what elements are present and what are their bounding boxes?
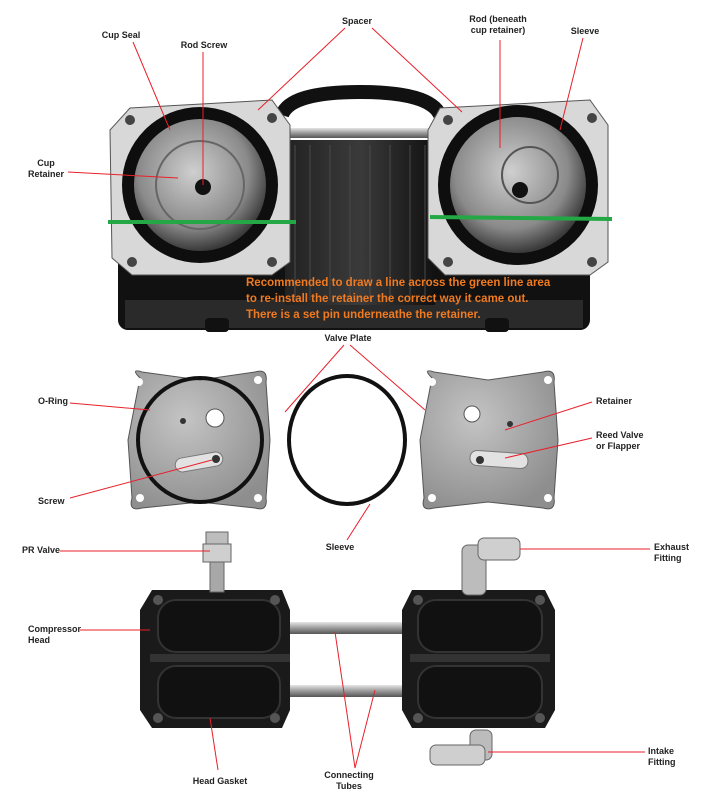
label-sleeve-top: Sleeve [570,26,600,36]
right-compressor-head [402,590,555,728]
label-compressor-head-line2: Head [28,635,51,645]
right-cylinder [427,99,609,276]
label-reed-valve-line2: or Flapper [596,441,641,451]
label-spacer: Spacer [341,16,373,26]
label-exhaust-line1: Exhaust [654,542,690,552]
label-cup-retainer-line1: Cup [37,158,55,168]
compressor-assembly [108,84,613,332]
label-intake-line2: Fitting [648,757,676,767]
label-reed-valve: Reed Valve or Flapper [596,430,644,452]
exhaust-fitting [461,537,521,596]
intake-fitting [429,729,493,766]
rod-screw [195,179,211,195]
label-sleeve-mid: Sleeve [325,542,355,552]
right-flapper [469,449,529,470]
label-rod-screw: Rod Screw [180,40,228,50]
reinstall-note-line1: Recommended to draw a line across the gr… [246,277,551,289]
label-o-ring: O-Ring [38,396,68,406]
connecting-tube-top [290,622,408,634]
label-connecting-line2: Tubes [336,781,362,791]
spacer-hose [275,84,447,119]
label-rod-beneath-line1: Rod (beneath [469,14,527,24]
label-exhaust-fitting: Exhaust Fitting [654,542,689,564]
label-rod-beneath-line2: cup retainer) [470,25,526,35]
green-guide-line-right [429,215,613,221]
reinstall-note-line2: to re-install the retainer the correct w… [246,293,529,305]
left-valve-plate [127,370,271,510]
label-reed-valve-line1: Reed Valve [596,430,644,440]
label-screw: Screw [38,496,65,506]
reinstall-note-line3: There is a set pin underneathe the retai… [246,309,481,321]
label-pr-valve: PR Valve [22,545,61,555]
label-compressor-head: Compressor Head [28,624,81,646]
sleeve-ring [287,374,407,506]
label-retainer: Retainer [596,396,633,406]
label-connecting-tubes: Connecting Tubes [324,770,374,792]
right-valve-plate [419,370,559,510]
label-rod-beneath: Rod (beneath cup retainer) [469,14,527,36]
label-cup-retainer-line2: Retainer [27,169,65,179]
label-cup-retainer: Cup Retainer [28,158,64,180]
reinstall-note: Recommended to draw a line across the gr… [246,275,606,323]
left-compressor-head [140,590,290,728]
label-intake-fitting: Intake Fitting [648,746,676,768]
leader-lines [60,27,650,771]
label-exhaust-line2: Fitting [654,553,682,563]
pr-valve [202,531,232,593]
connecting-tube-bottom [290,685,408,697]
label-compressor-head-line1: Compressor [28,624,82,634]
label-intake-line1: Intake [648,746,675,756]
label-head-gasket: Head Gasket [192,776,248,786]
label-cup-seal: Cup Seal [101,30,141,40]
label-valve-plate: Valve Plate [324,333,372,343]
label-connecting-line1: Connecting [324,770,374,780]
left-cylinder [109,99,291,276]
